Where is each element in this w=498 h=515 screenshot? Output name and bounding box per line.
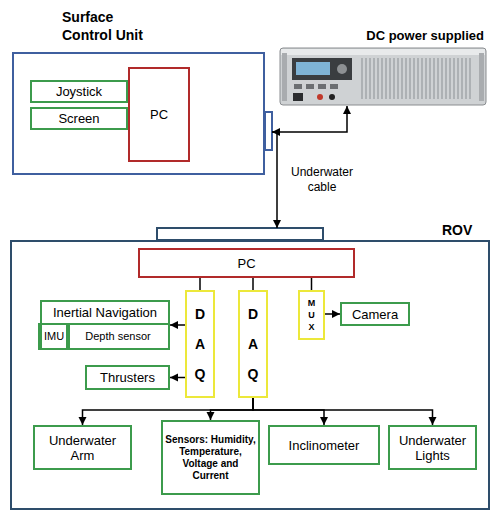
box-label: IMU — [42, 329, 66, 344]
supply-button — [330, 84, 338, 89]
device-label: DC power supplied — [278, 28, 488, 44]
navigation-box: Inertial NavigationIMU Depth sensor — [40, 300, 170, 350]
rov-housing: ROVPCDAQDAQMUXCameraInertial NavigationI… — [10, 240, 490, 510]
supply-panel — [292, 58, 352, 80]
connector-label: Underwater cable — [285, 165, 359, 195]
connector — [170, 374, 185, 382]
group-heading: Surface Control Unit — [62, 8, 162, 44]
box-label: PC — [148, 107, 170, 122]
connector-line — [211, 398, 254, 420]
supply-top — [281, 49, 485, 55]
connector — [200, 278, 201, 290]
supply-handle — [479, 53, 484, 101]
supply-button — [294, 84, 302, 89]
supply-button — [318, 84, 326, 89]
depth-sensor-box: Depth sensor — [66, 323, 170, 350]
connector — [311, 278, 312, 290]
connector — [325, 310, 340, 318]
sensor-box: Sensors: Humidity, Temperature, Voltage … — [161, 420, 260, 495]
lights-box: Underwater Lights — [388, 425, 477, 470]
thruster-box: Thrusters — [85, 365, 170, 390]
supply-body — [280, 48, 486, 105]
cable-plug — [157, 228, 323, 240]
arrowhead — [332, 310, 340, 318]
connector-line — [272, 106, 347, 132]
connector — [253, 278, 254, 290]
power-supply-picture — [280, 48, 486, 105]
box-label: DAQ — [193, 299, 207, 389]
arrowhead — [207, 412, 215, 420]
connector-line — [272, 132, 277, 228]
arrowhead — [343, 106, 351, 114]
connector-line — [252, 278, 254, 290]
supply-knob — [337, 64, 347, 74]
input-box: Joystick — [30, 80, 128, 103]
camera-box: Camera — [340, 302, 410, 326]
power-supply: DC power supplied — [278, 28, 488, 106]
arrowhead — [429, 417, 437, 425]
arrowhead — [79, 417, 87, 425]
inclinometer-box: Inclinometer — [268, 425, 380, 465]
box-label: PC — [235, 256, 257, 271]
connector — [207, 398, 254, 420]
connector — [272, 132, 281, 228]
connector-line — [253, 398, 324, 425]
box-label: Inclinometer — [287, 438, 362, 453]
box-label: Inertial Navigation — [42, 302, 168, 323]
daq-box: DAQ — [238, 290, 268, 398]
connector — [170, 321, 185, 329]
display-box: Screen — [30, 107, 128, 130]
arm-box: Underwater Arm — [33, 425, 132, 470]
group-heading: ROV — [442, 221, 482, 239]
computer-box: PC — [138, 248, 355, 278]
cable-plug — [265, 112, 272, 150]
arrowhead — [170, 321, 178, 329]
box-label: Thrusters — [98, 370, 157, 385]
supply-terminal — [329, 94, 335, 100]
control-unit-box: Surface Control UnitJoystickScreenPC — [12, 52, 265, 175]
connector — [253, 398, 437, 425]
box-label: Underwater Lights — [390, 433, 475, 463]
box-label: Joystick — [54, 84, 104, 99]
connector-line — [311, 278, 313, 290]
connector-line — [253, 398, 433, 425]
box-label: Screen — [56, 111, 101, 126]
supply-switch — [293, 93, 303, 101]
mux-box: MUX — [298, 290, 325, 340]
box-label: Camera — [350, 307, 400, 322]
supply-terminal — [317, 94, 323, 100]
supply-handle — [282, 53, 287, 101]
daq-box: DAQ — [185, 290, 215, 398]
arrowhead — [170, 374, 178, 382]
connector — [253, 398, 328, 425]
arrowhead — [273, 220, 281, 228]
arrowhead — [320, 417, 328, 425]
box-label: Depth sensor — [83, 329, 152, 344]
computer-box: PC — [128, 67, 190, 162]
supply-button — [306, 84, 314, 89]
box-label: Sensors: Humidity, Temperature, Voltage … — [163, 434, 258, 482]
box-label: Underwater Arm — [35, 433, 130, 463]
connector-line — [199, 278, 201, 290]
box-label: DAQ — [246, 299, 260, 389]
supply-display — [296, 62, 330, 75]
supply-vents — [362, 58, 470, 99]
box-label: MUX — [307, 297, 316, 333]
connector — [272, 106, 351, 136]
